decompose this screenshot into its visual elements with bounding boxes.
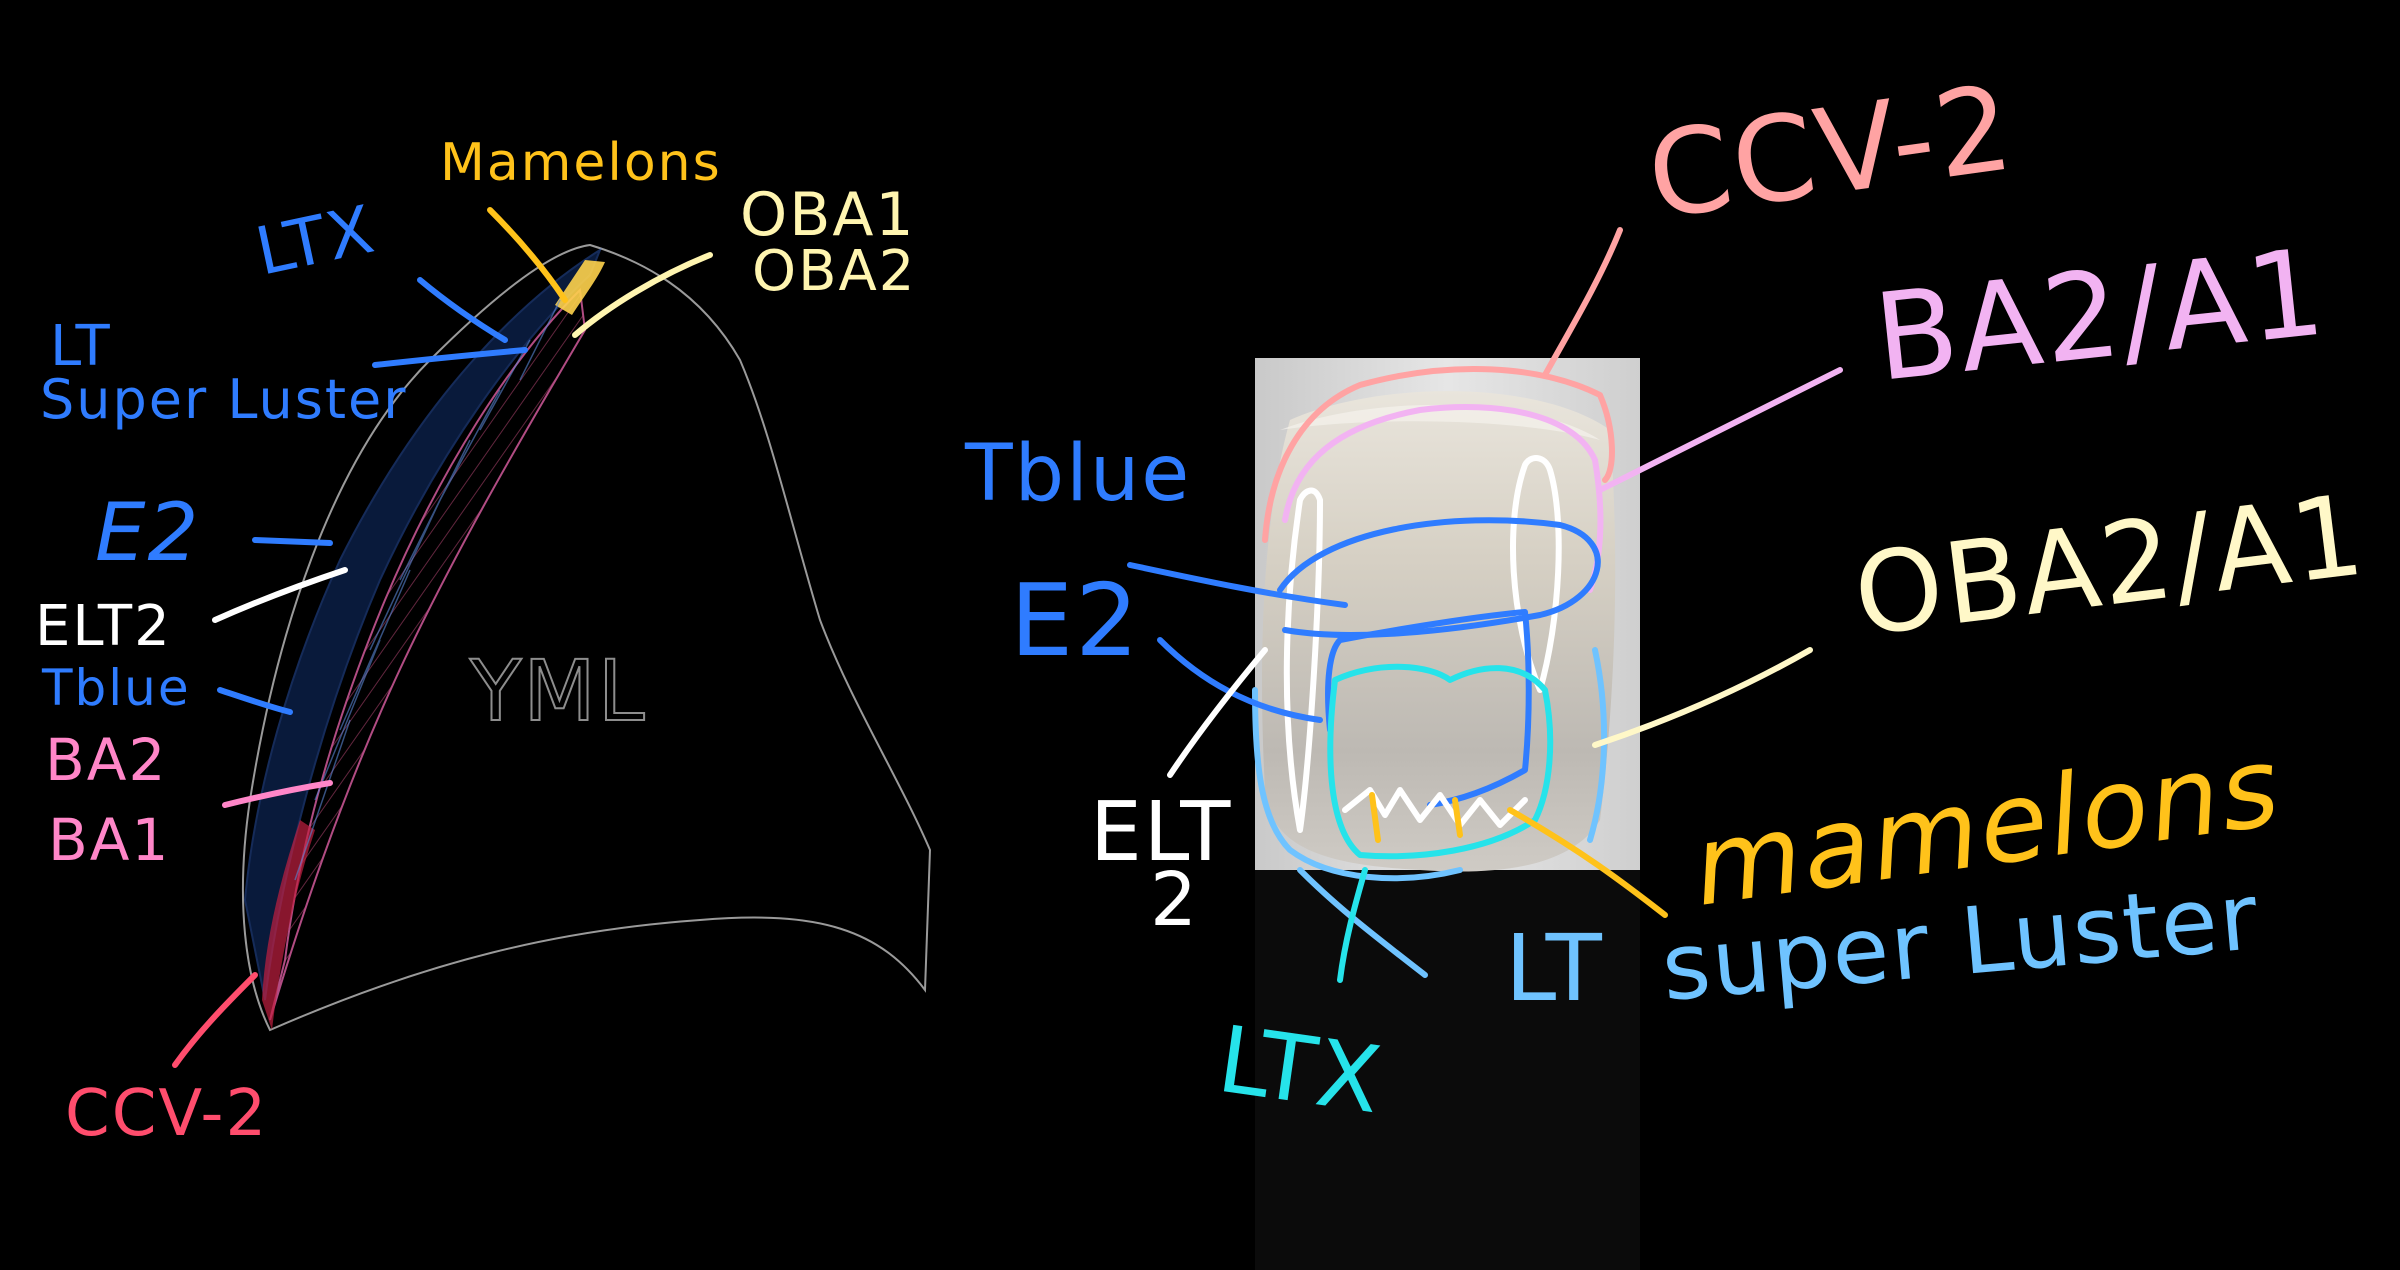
leader-oba <box>572 252 713 338</box>
label-ccv2: CCV-2 <box>65 1077 268 1151</box>
leader-e2-upper <box>1127 562 1348 608</box>
overlay-mamelons-yellow <box>1369 792 1463 843</box>
label-tblue: Tblue <box>41 659 191 717</box>
label-oba1: OBA1 <box>740 180 916 250</box>
leader-tblue <box>217 687 293 715</box>
overlay-ccv2 <box>1262 365 1615 543</box>
label-ba2: BA2 <box>45 726 167 794</box>
leader-ba2-right <box>1597 367 1843 493</box>
overlay-mamelons <box>1342 787 1528 828</box>
label-ba1: BA1 <box>48 806 170 874</box>
leader-lt-right <box>1297 867 1428 978</box>
overlay-e2-box <box>1325 609 1532 808</box>
label-lt-right: LT <box>1505 915 1604 1022</box>
label-super-luster: Super Luster <box>40 368 407 431</box>
overlay-lt <box>1252 687 1463 882</box>
label-oba2: OBA2 <box>752 239 916 304</box>
overlay-white-right <box>1510 455 1562 693</box>
label-tblue-right: Tblue <box>964 429 1191 519</box>
hatch-strokes <box>294 299 561 881</box>
leader-lt-super-luster <box>372 347 528 368</box>
overlay-lt-right <box>1587 647 1608 843</box>
label-mamelons: Mamelons <box>440 133 722 193</box>
leader-e2 <box>252 537 333 546</box>
label-ltx-right: LTX <box>1212 1006 1389 1135</box>
leader-ccv2 <box>172 972 258 1068</box>
labial-layer-red <box>262 820 315 1030</box>
leader-ba <box>222 780 333 808</box>
leader-ltx-right <box>1337 867 1368 983</box>
label-elt-right: ELT <box>1090 785 1232 880</box>
label-elt-2-right: 2 <box>1150 857 1199 943</box>
leader-mamelons <box>487 207 568 303</box>
tooth-photo <box>1255 358 1640 1270</box>
label-lt: LT <box>50 314 112 379</box>
leader-ccv2-right <box>1542 227 1623 378</box>
left-leader-lines <box>172 207 713 1068</box>
leader-elt <box>1167 647 1268 778</box>
leader-ltx <box>417 277 508 343</box>
tooth-outline <box>241 243 932 1032</box>
overlay-ba2 <box>1282 404 1604 593</box>
label-elt2: ELT2 <box>35 594 172 659</box>
label-e2: E2 <box>95 486 200 579</box>
left-tooth-cross-section <box>241 243 932 1032</box>
leader-oba-right <box>1592 647 1813 748</box>
overlay-ltx <box>1327 663 1554 860</box>
label-ymd: YML <box>469 642 647 740</box>
label-e2-right: E2 <box>1010 562 1141 679</box>
right-leader-lines <box>1127 227 1843 983</box>
leader-elt2 <box>212 567 348 623</box>
leader-mamelons-right <box>1507 807 1668 918</box>
photo-overlays <box>1252 365 1615 882</box>
